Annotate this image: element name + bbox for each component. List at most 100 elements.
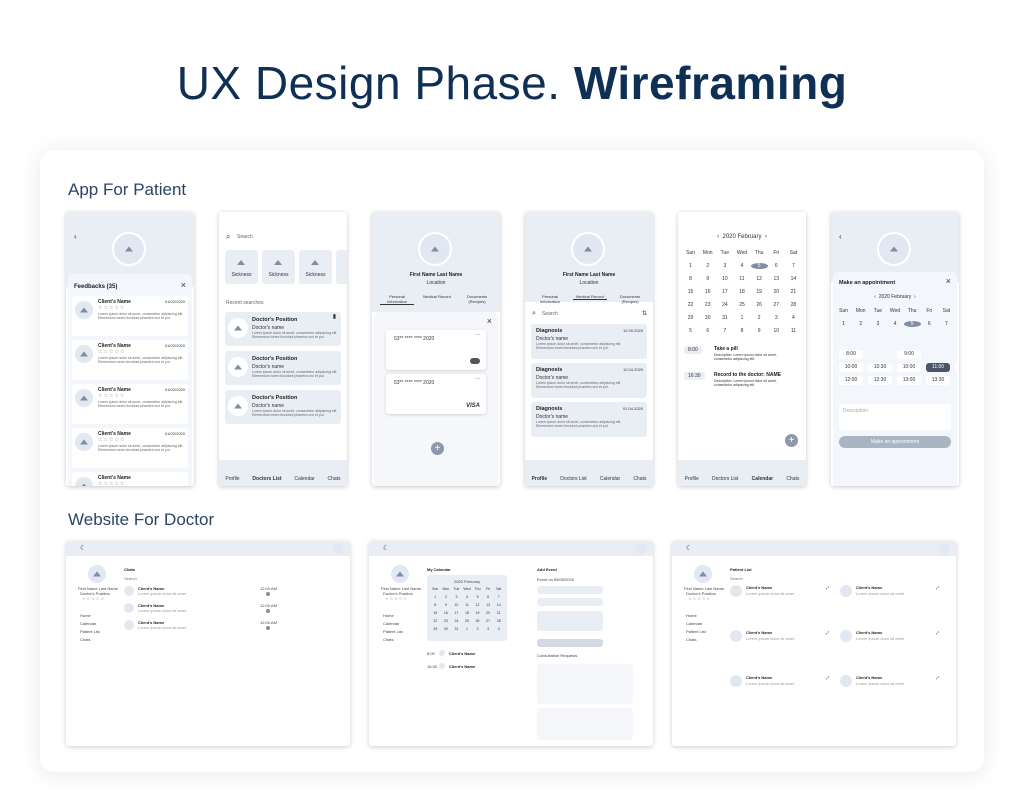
feedback-card: Client's Name 01/02/2020 ☆☆☆☆☆ Lorem ips… bbox=[72, 384, 188, 424]
section-doctor-website: Website For Doctor bbox=[68, 510, 215, 529]
next-month-icon[interactable]: › bbox=[764, 234, 767, 240]
client-name: Client's Name bbox=[98, 431, 131, 437]
menu-item[interactable]: Calendar bbox=[80, 621, 97, 626]
menu-item[interactable]: Home bbox=[80, 613, 91, 618]
nav-doctors-list[interactable]: Doctors List bbox=[560, 476, 587, 482]
expand-icon: ⤢ bbox=[936, 630, 940, 635]
time-slot[interactable]: 12:30 bbox=[868, 376, 892, 385]
event-textarea[interactable] bbox=[537, 611, 603, 631]
event-date: Event on 05/05/2020 bbox=[537, 577, 574, 582]
web-chats: ☾ First Name Last Name Doctor's Position… bbox=[66, 541, 350, 746]
profile-name: First Name Last Name bbox=[562, 272, 616, 278]
close-icon[interactable]: × bbox=[180, 280, 186, 290]
save-event-button[interactable] bbox=[537, 639, 603, 647]
category-card[interactable]: Sickness bbox=[225, 250, 258, 284]
expand-icon: ⤢ bbox=[936, 585, 940, 590]
search-input[interactable]: Search bbox=[730, 576, 743, 581]
back-icon[interactable]: ‹ bbox=[839, 232, 842, 241]
close-icon[interactable]: × bbox=[945, 276, 951, 286]
close-icon[interactable]: × bbox=[486, 316, 492, 326]
time-slot[interactable]: 10:00 bbox=[839, 363, 863, 372]
logo-icon: ☾ bbox=[80, 545, 87, 552]
tab-documents[interactable]: Documents (Recipes) bbox=[619, 294, 641, 304]
prev-month-icon[interactable]: ‹ bbox=[717, 234, 720, 240]
doctor-card[interactable]: Doctor's Position Doctor's name Lorem ip… bbox=[225, 390, 341, 424]
nav-profile[interactable]: Profile bbox=[684, 476, 699, 482]
nav-calendar[interactable]: Calendar bbox=[294, 476, 315, 482]
doctor-card[interactable]: Doctor's Position Doctor's name Lorem ip… bbox=[225, 351, 341, 385]
visa-logo: VISA bbox=[465, 403, 480, 409]
nav-doctors-list[interactable]: Doctors List bbox=[712, 476, 739, 482]
time-slot[interactable]: 11:30 bbox=[955, 363, 959, 372]
expand-icon: ⤢ bbox=[936, 675, 940, 680]
time-slot[interactable]: 8:00 bbox=[839, 350, 863, 359]
nav-calendar[interactable]: Calendar bbox=[599, 476, 621, 482]
next-month-icon[interactable]: › bbox=[914, 294, 916, 300]
menu-item[interactable]: Chats bbox=[383, 637, 394, 642]
category-card[interactable]: Sickness bbox=[299, 250, 332, 284]
menu-item[interactable]: Calendar bbox=[686, 621, 703, 626]
time-slot[interactable]: 10:30 bbox=[868, 363, 892, 372]
back-icon[interactable]: ‹ bbox=[74, 232, 77, 241]
search-input[interactable]: Search bbox=[237, 234, 253, 240]
nav-chats[interactable]: Chats bbox=[786, 476, 800, 482]
tab-documents[interactable]: Documents (Recipes) bbox=[466, 294, 488, 304]
avatar[interactable] bbox=[333, 543, 344, 554]
tab-medical-record[interactable]: Medical Record bbox=[423, 294, 451, 299]
request-card[interactable] bbox=[537, 708, 633, 740]
menu-item[interactable]: Patient List bbox=[383, 629, 403, 634]
add-icon[interactable]: + bbox=[431, 442, 444, 455]
nav-profile[interactable]: Profile bbox=[225, 476, 240, 482]
doctor-name: First Name Last Name bbox=[381, 586, 422, 591]
doctor-position: Doctor's Position bbox=[686, 591, 716, 596]
record-card[interactable]: Diagnosis 12.09.2020 Doctor's name Lorem… bbox=[531, 324, 647, 359]
doctor-card[interactable]: Doctor's Position Doctor's name Lorem ip… bbox=[225, 312, 341, 346]
prev-month-icon[interactable]: ‹ bbox=[874, 294, 876, 300]
bottom-nav: Profile Doctors List Calendar Chats bbox=[678, 460, 806, 486]
profile-location: Location bbox=[579, 280, 599, 286]
menu-item[interactable]: Calendar bbox=[383, 621, 400, 626]
make-appointment-button[interactable]: Make an appointment bbox=[839, 436, 951, 448]
category-card[interactable]: Sickness bbox=[262, 250, 295, 284]
bottom-nav: Profile Doctors List Calendar Chats bbox=[219, 460, 347, 486]
menu-item[interactable]: Home bbox=[383, 613, 394, 618]
client-name: Client's Name bbox=[98, 299, 131, 305]
avatar[interactable] bbox=[636, 543, 647, 554]
time-slot[interactable]: 11:00 bbox=[926, 363, 950, 372]
menu-item[interactable]: Patient List bbox=[80, 629, 100, 634]
payment-card[interactable]: 53** **** **** 2020 ··· bbox=[386, 330, 486, 370]
search-input[interactable]: Search bbox=[124, 576, 137, 581]
tab-personal-info[interactable]: Personal Information bbox=[380, 294, 414, 305]
record-card[interactable]: Diagnosis 01.04.2020 Doctor's name Lorem… bbox=[531, 402, 647, 437]
menu-item[interactable]: Chats bbox=[686, 637, 697, 642]
record-card[interactable]: Diagnosis 12.04.2020 Doctor's name Lorem… bbox=[531, 363, 647, 398]
menu-item[interactable]: Patient List bbox=[686, 629, 706, 634]
payment-card[interactable]: 53** **** **** 2020 ··· VISA bbox=[386, 374, 486, 414]
time-slot[interactable]: 13:30 bbox=[926, 376, 950, 385]
time-slot[interactable]: 9:00 bbox=[897, 350, 921, 359]
menu-item[interactable]: Chats bbox=[80, 637, 91, 642]
event-input[interactable] bbox=[537, 586, 603, 594]
description-field[interactable]: Description bbox=[839, 404, 951, 430]
request-card[interactable] bbox=[537, 664, 633, 704]
tab-personal-info[interactable]: Personal Information bbox=[539, 294, 560, 304]
event-input[interactable] bbox=[537, 598, 603, 606]
nav-chats[interactable]: Chats bbox=[327, 476, 341, 482]
time-slot[interactable]: 13:00 bbox=[897, 376, 921, 385]
search-input[interactable]: Search bbox=[542, 311, 558, 317]
nav-chats[interactable]: Chats bbox=[633, 476, 647, 482]
avatar[interactable] bbox=[939, 543, 950, 554]
filter-icon[interactable]: ⇅ bbox=[641, 311, 647, 317]
nav-calendar[interactable]: Calendar bbox=[751, 476, 774, 482]
add-icon[interactable]: + bbox=[785, 434, 798, 447]
nav-doctors-list[interactable]: Doctors List bbox=[252, 476, 282, 482]
nav-profile[interactable]: Profile bbox=[531, 476, 548, 482]
menu-item[interactable]: Home bbox=[686, 613, 697, 618]
tab-medical-record[interactable]: Medical Record bbox=[573, 294, 607, 300]
bookmark-icon: ▮ bbox=[332, 314, 336, 320]
time-slot[interactable]: 12:00 bbox=[839, 376, 863, 385]
time-slot[interactable]: 10:00 bbox=[897, 363, 921, 372]
